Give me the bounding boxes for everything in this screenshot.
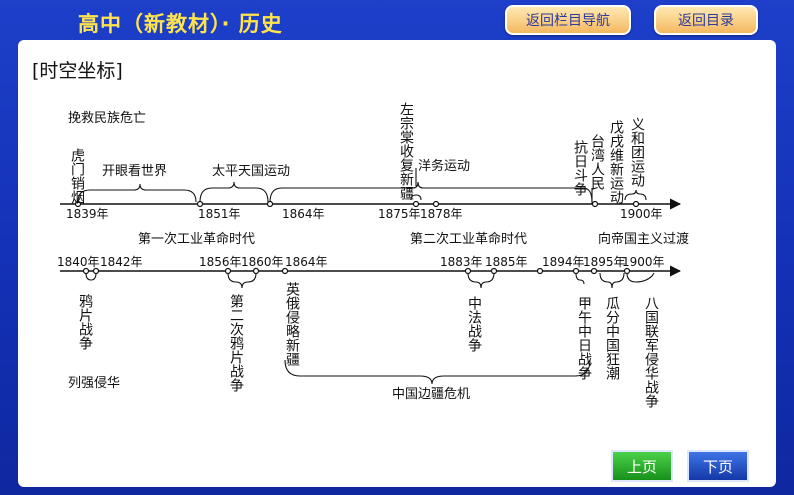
- group-label-rescue: 挽救民族危亡: [68, 110, 146, 126]
- event-eight: 八国联军侵华战争: [643, 296, 659, 409]
- section-title: [时空坐标]: [32, 60, 123, 82]
- event-sinojapan: 甲午中日战争: [576, 296, 592, 381]
- event-humen: 虎门销烟: [69, 148, 85, 204]
- event-zuo: 左宗棠收复新疆: [398, 102, 414, 200]
- event-partition: 瓜分中国狂潮: [604, 296, 620, 381]
- event-opium: 鸦片战争: [77, 293, 93, 351]
- axis-2-point-1860: [252, 267, 260, 275]
- bracket-eight: [626, 272, 655, 283]
- event-taiping: 太平天国运动: [212, 164, 290, 179]
- era-second: 第二次工业革命时代: [410, 231, 527, 247]
- axis-2-point-1864: [281, 267, 289, 275]
- event-kangri: 抗日斗争: [572, 140, 588, 197]
- event-yihe: 义和团运动: [629, 117, 645, 188]
- axis-2-point-1895: [590, 267, 598, 275]
- axis-1-point-1894: [591, 200, 599, 208]
- content-panel: [18, 40, 776, 487]
- event-taiwan: 台湾人民: [589, 134, 605, 191]
- era-third: 向帝国主义过渡: [598, 231, 689, 247]
- back-to-toc-button[interactable]: 返回目录: [654, 5, 758, 35]
- axis-1-point-1875: [412, 200, 420, 208]
- group-label-invasion: 列强侵华: [68, 375, 120, 391]
- group-label-frontier: 中国边疆危机: [392, 387, 470, 402]
- axis-2-point-1842: [92, 267, 100, 275]
- bracket-kaiyan: [77, 183, 197, 203]
- axis-2-label-1900: 1900年: [622, 255, 665, 269]
- axis-1-label-1900: 1900年: [620, 207, 663, 221]
- axis-1-point-1878: [432, 200, 440, 208]
- axis-2-label-1894: 1894年: [542, 255, 585, 269]
- axis-1-label-1851: 1851年: [198, 207, 241, 221]
- axis-2-label-1885: 1885年: [485, 255, 528, 269]
- axis-1-point-1851: [196, 200, 204, 208]
- axis-2-point-1890: [536, 267, 544, 275]
- axis-2-point-1894: [572, 267, 580, 275]
- axis-2-point-1840: [82, 267, 90, 275]
- bracket-zuo: [410, 194, 422, 201]
- bracket-taiping: [199, 181, 269, 203]
- prev-page-button[interactable]: 上页: [611, 450, 673, 482]
- next-page-button[interactable]: 下页: [687, 450, 749, 482]
- header-title: 高中（新教材）· 历史: [78, 12, 283, 36]
- event-sinofrench: 中法战争: [466, 296, 482, 353]
- axis-1-label-1878: 1878年: [420, 207, 463, 221]
- bracket-partition: [599, 272, 625, 289]
- bracket-yangwu: [269, 181, 593, 203]
- event-yangwu: 洋务运动: [418, 158, 470, 174]
- event-opium2: 第二次鸦片战争: [228, 293, 244, 393]
- bracket-yihe: [624, 189, 647, 201]
- bracket-opium: [85, 272, 97, 281]
- event-russia: 英俄侵略新疆: [284, 281, 300, 366]
- bracket-opium2: [227, 272, 257, 289]
- era-first: 第一次工业革命时代: [138, 231, 255, 247]
- axis-1-label-1875: 1875年: [378, 207, 421, 221]
- axis-1-label-1864: 1864年: [282, 207, 325, 221]
- event-wuxu: 戊戌维新运动: [608, 120, 624, 205]
- bracket-sinojapan: [575, 272, 585, 285]
- bracket-frontier: [284, 359, 591, 385]
- axis-1-point-1900: [632, 200, 640, 208]
- axis-2-point-1900: [623, 267, 631, 275]
- axis-2-label-1864: 1864年: [285, 255, 328, 269]
- axis-1-point-1864: [266, 200, 274, 208]
- axis-2-label-1856: 1856年: [199, 255, 242, 269]
- back-to-section-button[interactable]: 返回栏目导航: [505, 5, 631, 35]
- axis-2-point-1885: [490, 267, 498, 275]
- axis-1-label-1839: 1839年: [66, 207, 109, 221]
- event-kaiyan: 开眼看世界: [102, 163, 167, 179]
- axis-2-label-1842: 1842年: [100, 255, 143, 269]
- bracket-sinofrench: [467, 272, 495, 289]
- axis-2-label-1860: 1860年: [241, 255, 284, 269]
- axis-2-point-1856: [224, 267, 232, 275]
- axis-2-label-1840: 1840年: [57, 255, 100, 269]
- axis-2-point-1883: [464, 267, 472, 275]
- axis-2-label-1895: 1895年: [583, 255, 626, 269]
- axis-2-label-1883: 1883年: [440, 255, 483, 269]
